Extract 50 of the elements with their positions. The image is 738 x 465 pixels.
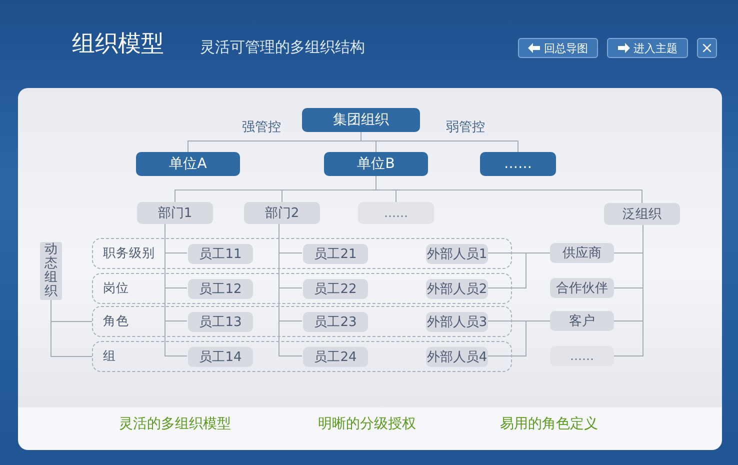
staff-box: 外部人员2: [426, 279, 488, 299]
dashed-band: [92, 306, 512, 337]
connector-line: [360, 132, 518, 152]
edge-label: 弱管控: [444, 118, 487, 136]
staff-box: 员工12: [188, 279, 253, 299]
dashed-band: [92, 273, 512, 304]
staff-box: 员工11: [188, 244, 253, 264]
edge-label: 强管控: [240, 118, 283, 136]
org-box: 部门2: [244, 202, 320, 224]
org-box: 供应商: [550, 243, 614, 263]
staff-box: 员工14: [188, 347, 253, 367]
connector-line: [376, 176, 642, 204]
row-label: 岗位: [103, 279, 129, 297]
org-box: 单位B: [324, 152, 428, 176]
feature-caption: 灵活的多组织模型: [119, 415, 231, 433]
feature-caption: 明晰的分级授权: [318, 415, 416, 433]
staff-box: 外部人员3: [426, 312, 488, 332]
row-label: 职务级别: [103, 244, 155, 262]
vertical-label-box: 动态组织: [40, 242, 62, 300]
row-label: 角色: [103, 312, 129, 330]
staff-box: 员工23: [303, 312, 368, 332]
row-label: 组: [103, 347, 116, 365]
org-box: ……: [358, 202, 434, 224]
staff-box: 员工13: [188, 312, 253, 332]
staff-box: 员工24: [303, 347, 368, 367]
connector-line: [164, 224, 188, 356]
org-box: 合作伙伴: [550, 278, 614, 298]
staff-box: 外部人员4: [426, 347, 488, 367]
back-button: 回总导图: [518, 38, 598, 58]
org-box: ……: [480, 152, 556, 176]
enter-button: 进入主题: [607, 38, 688, 58]
org-box: 部门1: [137, 202, 213, 224]
dashed-band: [92, 341, 512, 372]
org-box: 客户: [550, 311, 614, 331]
staff-box: 员工22: [303, 279, 368, 299]
org-box: 泛组织: [604, 203, 680, 225]
connector-line: [486, 320, 550, 356]
org-box: 集团组织: [302, 108, 420, 132]
connector-line: [614, 224, 644, 356]
dashed-band: [92, 238, 512, 269]
page-title: 组织模型: [72, 30, 164, 59]
org-box: 单位A: [136, 152, 240, 176]
staff-box: 外部人员1: [426, 244, 488, 264]
subtitle: 灵活可管理的多组织结构: [200, 38, 365, 57]
connector-line: [486, 252, 550, 288]
connector-line: [50, 300, 92, 357]
staff-box: 员工21: [303, 244, 368, 264]
connector-line: [278, 224, 302, 356]
feature-caption: 易用的角色定义: [500, 415, 598, 433]
org-box: ……: [550, 346, 614, 366]
